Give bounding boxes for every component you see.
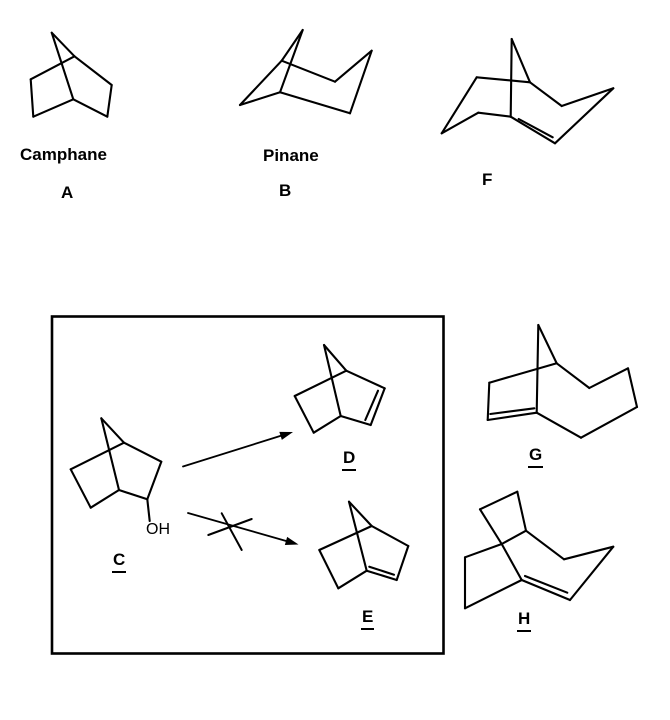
double-bond-inner-line [489,407,536,416]
structure-E [318,500,410,590]
double-bond-inner-line [368,565,396,576]
double-bond-inner-line [517,117,554,139]
label-h: H [517,609,532,632]
label-c: C [112,550,127,573]
structure-A [29,31,113,118]
arrow-c-to-d [182,431,293,468]
label-camphane: Camphane [20,145,107,164]
structure-H [463,490,615,610]
structure-D [293,343,386,434]
arrowhead [284,536,299,545]
structure-F [440,37,615,145]
label-f: F [482,170,493,189]
label-g: G [528,445,544,468]
structure-B [238,28,373,115]
label-a: A [61,183,74,202]
double-bond-inner-line [364,389,380,422]
label-b: B [279,181,292,200]
structure-G [486,323,639,439]
double-bond-inner-line [523,574,569,594]
arrow-c-to-e-blocked [187,512,299,551]
forbidden-cross-line [207,518,253,536]
reaction-box-border [50,315,445,655]
label-oh: OH [146,521,170,538]
arrowhead [279,431,293,440]
structure-C [69,417,163,523]
label-pinane: Pinane [263,146,319,165]
label-e: E [361,607,375,630]
label-d: D [342,448,357,471]
reaction-box [50,315,445,655]
forbidden-cross-line [220,512,243,551]
